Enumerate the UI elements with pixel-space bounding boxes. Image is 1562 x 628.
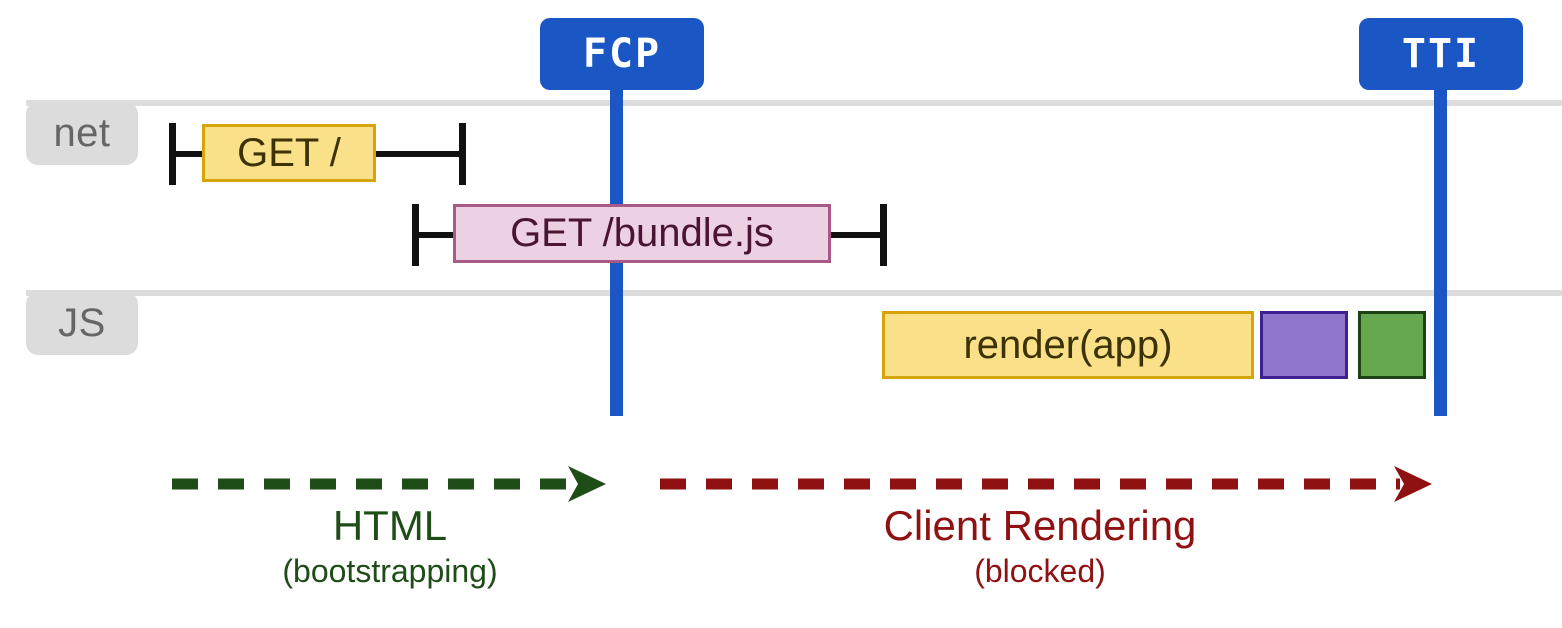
tti-marker-badge[interactable]: TTI [1359, 18, 1523, 90]
html-phase-arrow-head [568, 466, 606, 502]
get-root-whisker-stem-left [169, 151, 209, 157]
phase-label-html: HTML (bootstrapping) [230, 502, 550, 589]
net-entry-get-root-label: GET / [237, 130, 341, 175]
fcp-marker-label: FCP [582, 31, 662, 77]
get-bundle-whisker-stem-left [412, 232, 460, 238]
fcp-marker-badge[interactable]: FCP [540, 18, 704, 90]
js-entry-render-app[interactable]: render(app) [882, 311, 1254, 379]
js-entry-render-app-label: render(app) [963, 322, 1173, 367]
track-label-net: net [26, 102, 138, 165]
track-line-net [26, 100, 1562, 106]
js-entry-task-purple[interactable] [1260, 311, 1348, 379]
track-label-net-text: net [53, 111, 111, 155]
client-phase-arrow-head [1394, 466, 1432, 502]
track-label-js-text: JS [58, 301, 106, 345]
net-entry-get-root[interactable]: GET / [202, 124, 376, 182]
tti-marker-line [1434, 84, 1447, 416]
track-line-js [26, 290, 1562, 296]
net-entry-get-bundle[interactable]: GET /bundle.js [453, 204, 831, 263]
js-entry-task-green[interactable] [1358, 311, 1426, 379]
phase-label-client-rendering: Client Rendering (blocked) [850, 502, 1230, 589]
phase-html-title: HTML [332, 502, 448, 549]
phase-html-subtitle: (bootstrapping) [282, 553, 498, 589]
get-bundle-whisker-right [880, 204, 887, 266]
net-entry-get-bundle-label: GET /bundle.js [510, 211, 774, 255]
track-label-js: JS [26, 292, 138, 355]
phase-client-title: Client Rendering [883, 502, 1197, 549]
phase-client-subtitle: (blocked) [974, 553, 1106, 589]
get-bundle-whisker-stem-right [826, 232, 886, 238]
tti-marker-label: TTI [1401, 31, 1481, 77]
get-root-whisker-stem-right [372, 151, 466, 157]
get-root-whisker-right [459, 123, 466, 185]
